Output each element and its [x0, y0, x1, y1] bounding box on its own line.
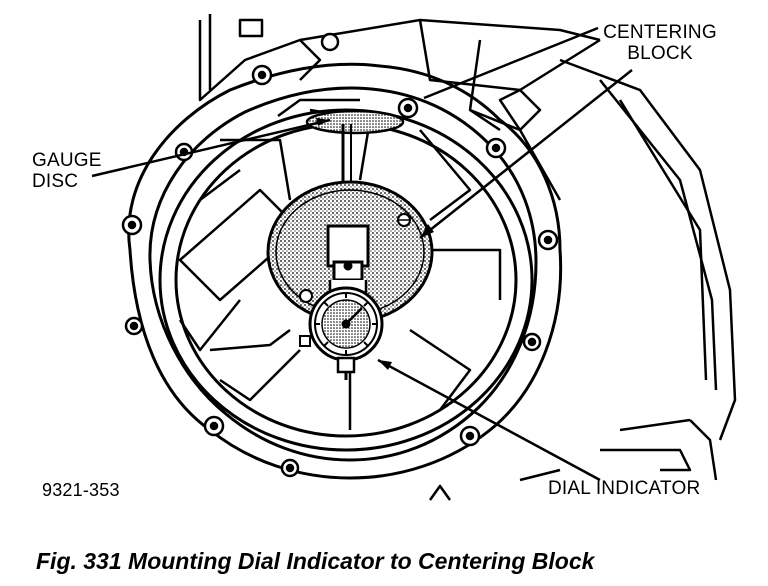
dial-indicator-label: DIAL INDICATOR: [548, 478, 701, 499]
gauge-disc-label: GAUGE DISC: [32, 150, 122, 192]
centering-block-label: CENTERING BLOCK: [598, 22, 722, 64]
dial-indicator-leader: [377, 358, 601, 482]
centering-block-leader-2: [419, 69, 633, 239]
leader-lines: [91, 26, 633, 482]
dial-indicator: [299, 280, 384, 380]
gauge-disc-label-line-1: GAUGE: [32, 150, 102, 171]
gauge-disc-label-line-2: DISC: [32, 171, 79, 192]
figure-caption: Fig. 331 Mounting Dial Indicator to Cent…: [36, 548, 595, 574]
gauge-disc-leader: [91, 118, 331, 178]
centering-block-label-line-1: CENTERING: [603, 22, 717, 43]
centering-block: [266, 180, 434, 324]
mounting-bolts: [121, 32, 559, 478]
centering-block-leader: [423, 26, 599, 100]
figure-id-label: 9321-353: [42, 480, 120, 500]
centering-block-label-line-2: BLOCK: [627, 43, 693, 64]
housing-background: [198, 14, 737, 501]
arrowheads: [316, 118, 434, 370]
